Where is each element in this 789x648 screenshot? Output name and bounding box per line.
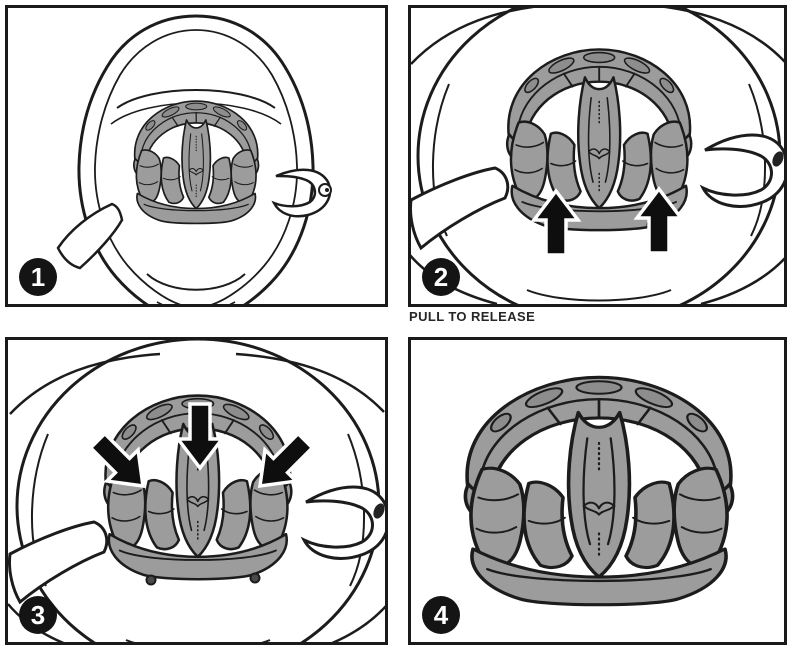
panel-step-4: 4 [408, 337, 787, 645]
step-number-badge: 4 [422, 596, 460, 634]
panel-step-2: 2 [408, 5, 787, 307]
chin-strap-right [271, 168, 332, 218]
step-number: 1 [30, 262, 46, 292]
chin-strap-left [56, 202, 124, 270]
chin-strap-left [411, 166, 510, 251]
panel-step-1: 1 [5, 5, 388, 307]
snap-button [145, 574, 157, 586]
pull-to-release-caption: PULL TO RELEASE [409, 309, 536, 324]
step-number: 4 [433, 600, 449, 630]
step-number-badge: 1 [19, 258, 57, 296]
snap-button [249, 572, 261, 584]
helmet-interior-full-view-illustration [56, 14, 332, 304]
chin-strap-right [699, 133, 784, 208]
chin-strap-left [8, 520, 109, 605]
removed-liner-illustration [463, 375, 735, 607]
helmet-interior-pull-illustration [411, 8, 784, 304]
step-number: 3 [30, 600, 46, 630]
chin-strap-right [300, 485, 385, 560]
step-number-badge: 3 [19, 596, 57, 634]
panel-step-3: 3 [5, 337, 388, 645]
step-number-badge: 2 [422, 258, 460, 296]
step-number: 2 [433, 262, 449, 292]
helmet-interior-press-illustration [8, 340, 385, 642]
